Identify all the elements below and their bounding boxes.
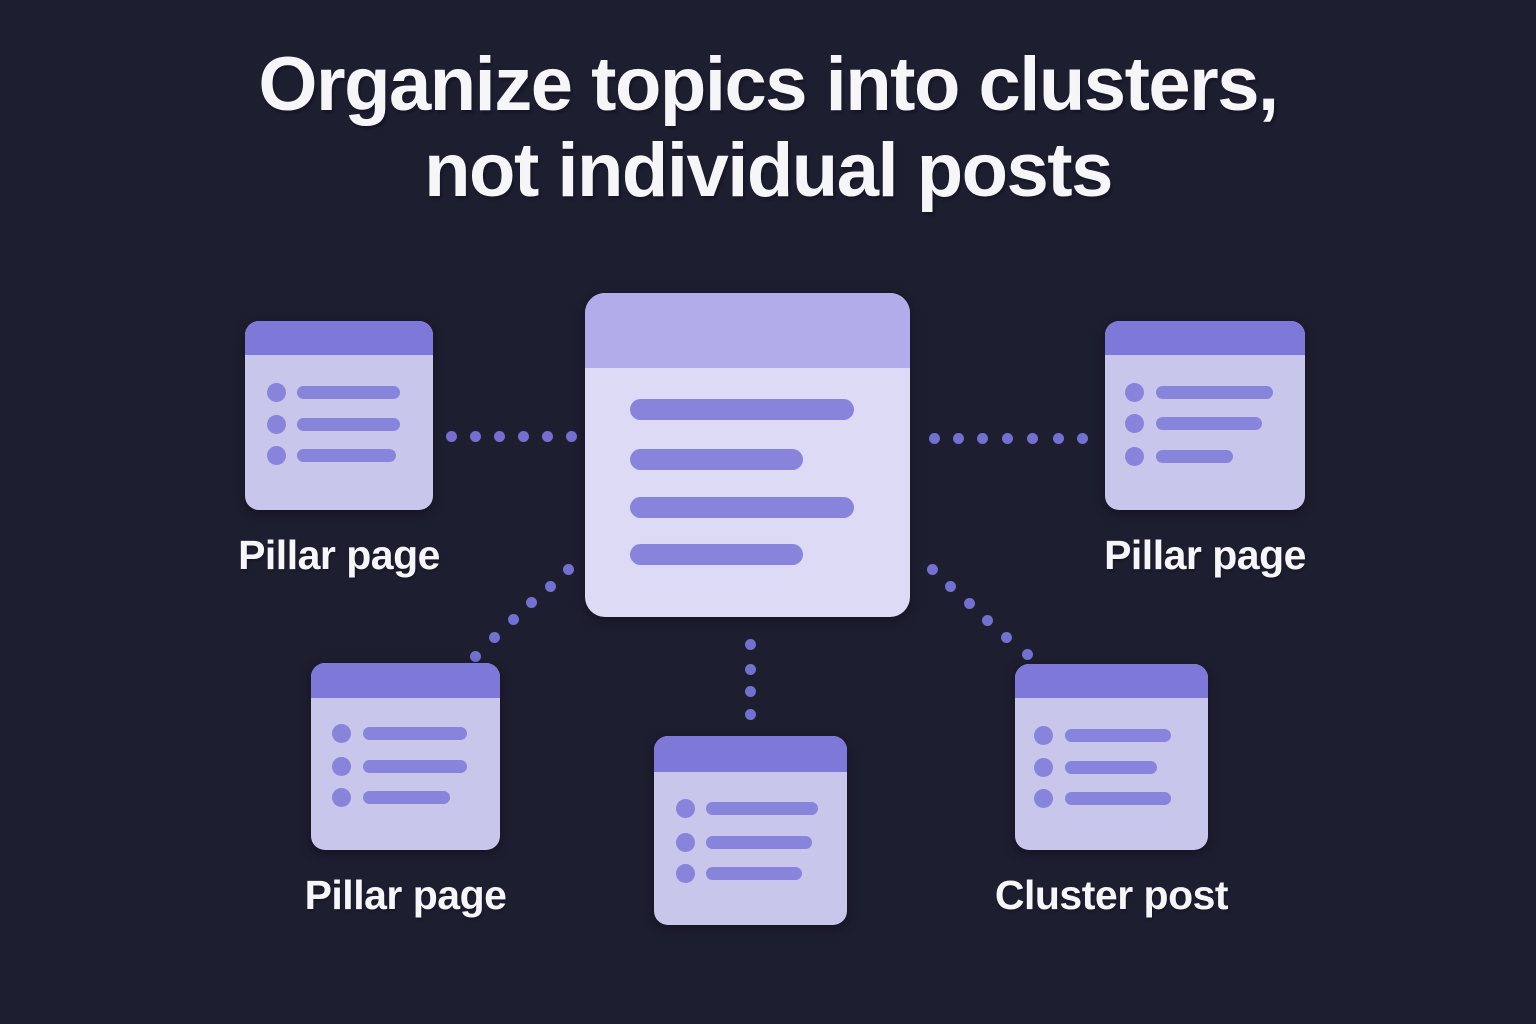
connector-dot xyxy=(976,432,988,444)
connector-dot xyxy=(926,563,938,575)
connector-dot xyxy=(963,597,975,609)
connector-dot xyxy=(469,430,481,442)
card-header xyxy=(654,736,847,772)
card-label: Pillar page xyxy=(238,532,440,578)
text-line-bar xyxy=(363,790,450,804)
connector-dot xyxy=(1026,432,1038,444)
connector-dot xyxy=(944,580,956,592)
connector-dot xyxy=(952,432,964,444)
list-bullet-icon xyxy=(331,787,351,807)
connector-dot xyxy=(1076,432,1088,444)
connector-dot xyxy=(488,631,500,643)
list-bullet-icon xyxy=(331,756,351,776)
card-pillar-top-left xyxy=(245,321,433,510)
card-label: Cluster post xyxy=(994,872,1229,918)
card-label: Pillar page xyxy=(1104,532,1306,578)
list-bullet-icon xyxy=(675,798,695,818)
connector-dot xyxy=(562,563,574,575)
text-line-bar xyxy=(1156,449,1233,463)
connector-dot xyxy=(493,430,505,442)
text-line-bar xyxy=(363,759,467,773)
connector-dot xyxy=(544,580,556,592)
connector-dot xyxy=(1001,432,1013,444)
card-cluster-post xyxy=(1015,664,1208,850)
list-bullet-icon xyxy=(331,723,351,743)
list-bullet-icon xyxy=(266,382,286,402)
text-line-bar xyxy=(630,543,803,565)
card-header xyxy=(245,321,433,355)
text-line-bar xyxy=(630,398,854,420)
title-line-2: not individual posts xyxy=(424,128,1113,213)
title-line-1: Organize topics into clusters, xyxy=(258,42,1279,127)
connector-dot xyxy=(744,708,756,720)
connector-dot xyxy=(744,663,756,675)
card-header xyxy=(1015,664,1208,698)
text-line-bar xyxy=(706,835,812,849)
connector-dot xyxy=(525,596,537,608)
connector-dot xyxy=(744,638,756,650)
card-header xyxy=(585,293,910,368)
text-line-bar xyxy=(630,448,803,470)
text-line-bar xyxy=(1156,385,1273,399)
card-center-hub xyxy=(585,293,910,617)
connector-dot xyxy=(981,614,993,626)
connector-dot xyxy=(744,685,756,697)
list-bullet-icon xyxy=(1124,413,1144,433)
text-line-bar xyxy=(630,496,854,518)
text-line-bar xyxy=(363,726,467,740)
connector-dot xyxy=(445,430,457,442)
list-bullet-icon xyxy=(1033,725,1053,745)
connector-dot xyxy=(541,430,553,442)
list-bullet-icon xyxy=(1124,446,1144,466)
card-label: Pillar page xyxy=(304,872,507,918)
card-pillar-bottom-left xyxy=(311,663,500,850)
connector-dot xyxy=(1052,432,1064,444)
text-line-bar xyxy=(297,417,400,431)
card-pillar-top-right xyxy=(1105,321,1305,510)
text-line-bar xyxy=(706,866,802,880)
text-line-bar xyxy=(1065,728,1171,742)
list-bullet-icon xyxy=(675,832,695,852)
card-cluster-bottom-center xyxy=(654,736,847,925)
list-bullet-icon xyxy=(1033,757,1053,777)
connector-dot xyxy=(1000,631,1012,643)
list-bullet-icon xyxy=(266,414,286,434)
connector-dot xyxy=(507,613,519,625)
connector-dot xyxy=(1021,648,1033,660)
infographic-title: Organize topics into clusters,not indivi… xyxy=(0,42,1536,214)
text-line-bar xyxy=(706,801,818,815)
connector-dot xyxy=(565,430,577,442)
text-line-bar xyxy=(297,385,400,399)
list-bullet-icon xyxy=(266,445,286,465)
text-line-bar xyxy=(297,448,396,462)
list-bullet-icon xyxy=(1033,788,1053,808)
card-header xyxy=(1105,321,1305,355)
text-line-bar xyxy=(1065,760,1157,774)
list-bullet-icon xyxy=(1124,382,1144,402)
text-line-bar xyxy=(1156,416,1262,430)
connector-dot xyxy=(928,432,940,444)
text-line-bar xyxy=(1065,791,1171,805)
list-bullet-icon xyxy=(675,863,695,883)
card-header xyxy=(311,663,500,698)
connector-dot xyxy=(469,650,481,662)
connector-dot xyxy=(517,430,529,442)
